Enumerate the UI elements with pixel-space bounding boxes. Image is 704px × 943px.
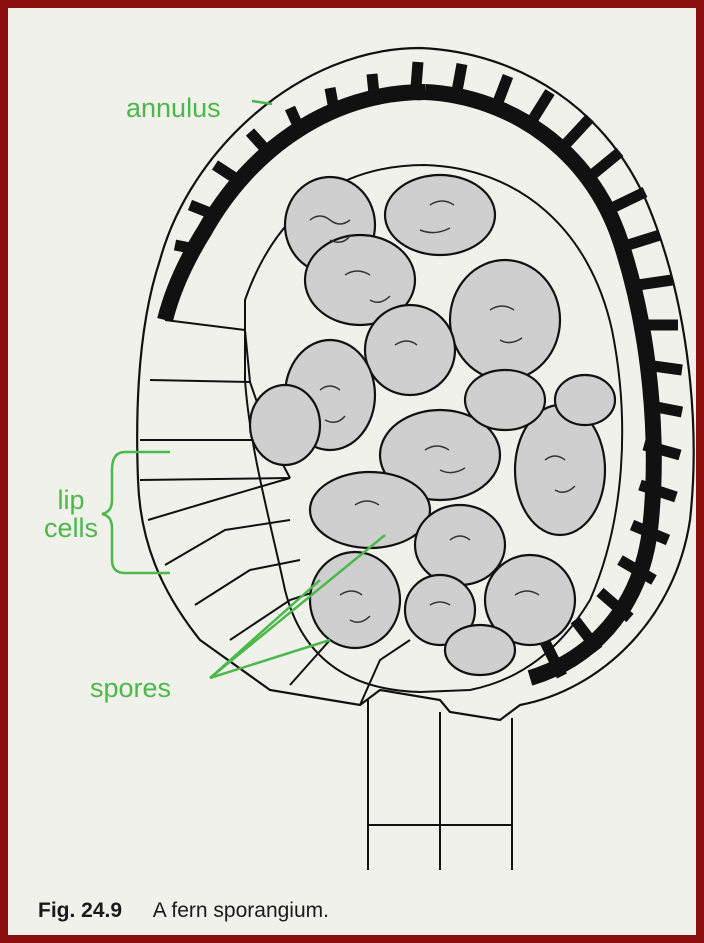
figure-number: Fig. 24.9 bbox=[38, 899, 122, 922]
spore bbox=[555, 375, 615, 425]
lip-bracket bbox=[102, 452, 170, 573]
annulus-label: annulus bbox=[126, 94, 221, 122]
lip-cells-label: lip cells bbox=[44, 486, 98, 542]
figure-page: annulus lip cells spores Fig. 24.9 A fer… bbox=[8, 8, 696, 935]
lip-cells-label-line1: lip bbox=[44, 486, 98, 514]
spore bbox=[310, 552, 400, 648]
spore bbox=[250, 385, 320, 465]
spore bbox=[385, 175, 495, 255]
spore bbox=[415, 505, 505, 585]
fern-sporangium-diagram bbox=[8, 8, 696, 935]
figure-caption-text: A fern sporangium. bbox=[153, 899, 329, 922]
lip-cells-label-line2: cells bbox=[44, 514, 98, 542]
spore bbox=[465, 370, 545, 430]
figure-caption: Fig. 24.9 A fern sporangium. bbox=[38, 899, 329, 923]
spore bbox=[310, 472, 430, 548]
spores-label: spores bbox=[90, 674, 171, 702]
stalk bbox=[368, 700, 512, 870]
spore bbox=[365, 305, 455, 395]
spore bbox=[445, 625, 515, 675]
spore bbox=[450, 260, 560, 380]
